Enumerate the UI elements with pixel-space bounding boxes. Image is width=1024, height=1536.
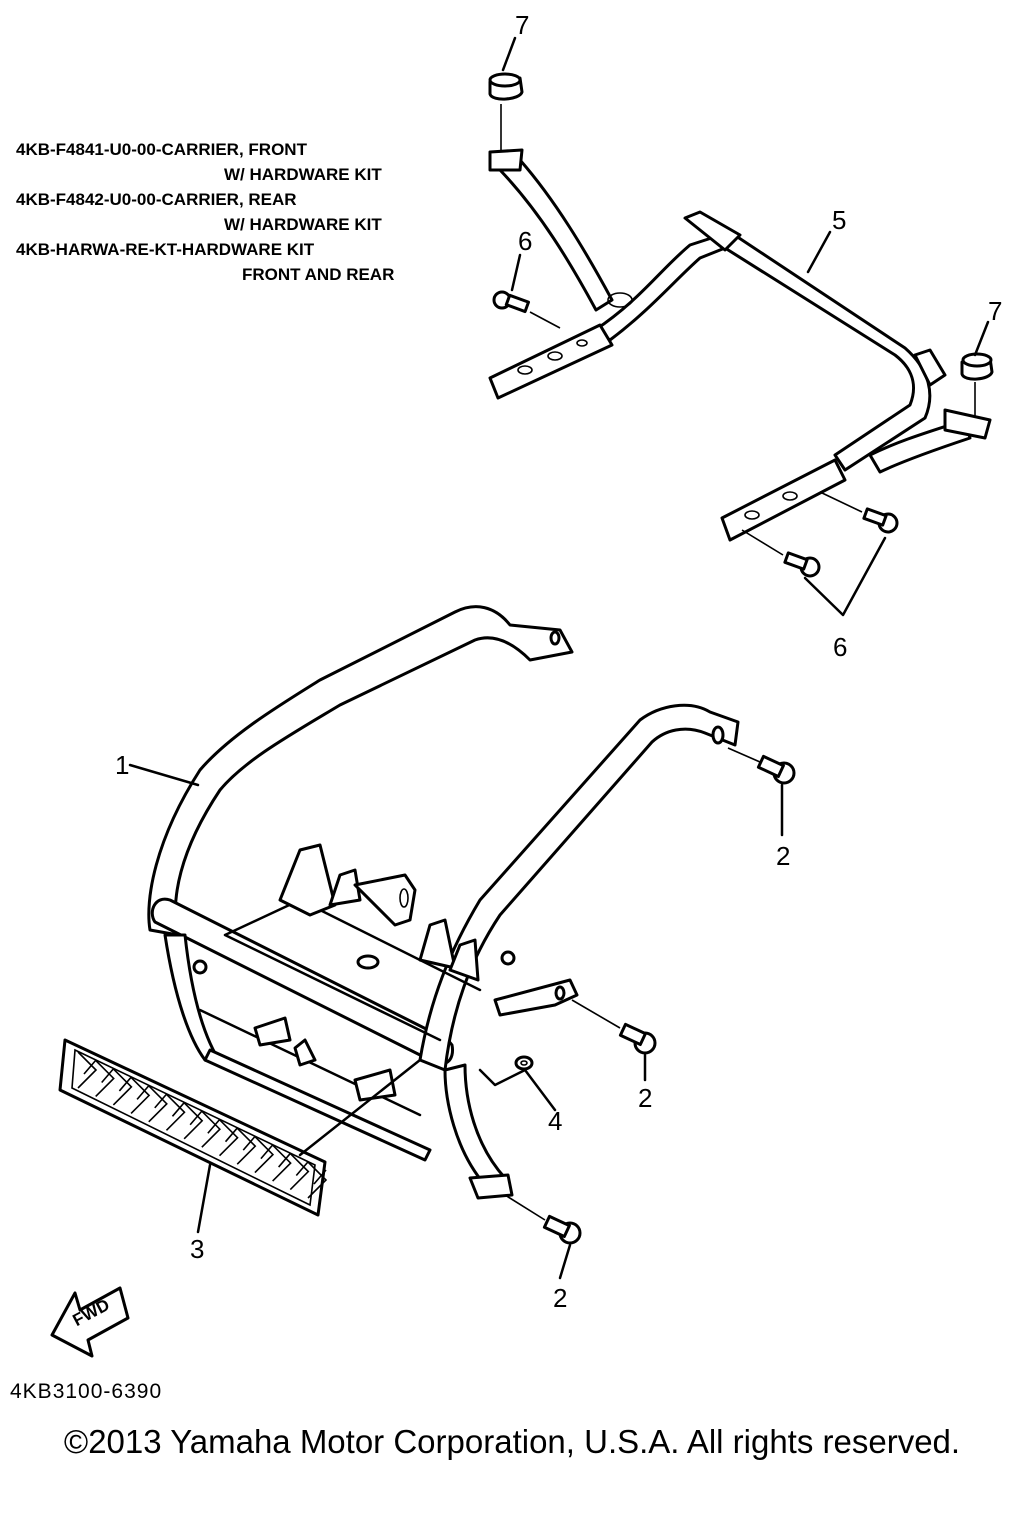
bolt-2-middle (571, 999, 657, 1055)
bolt-2-lower (504, 1194, 582, 1245)
copyright-notice: ©2013 Yamaha Motor Corporation, U.S.A. A… (63, 1423, 961, 1460)
callout-6-top: 6 (518, 226, 533, 256)
front-bumper-guard-part-1 (147, 605, 740, 1200)
note-front-carrier-kit: W/ HARDWARE KIT (224, 165, 382, 184)
callout-2-lower: 2 (553, 1283, 568, 1313)
callout-7-right: 7 (988, 296, 1003, 326)
rubber-cap-right (960, 352, 994, 416)
callout-1: 1 (115, 750, 130, 780)
callout-6-bottom: 6 (833, 632, 848, 662)
callout-2-middle: 2 (638, 1083, 653, 1113)
bolt-2-upper (727, 747, 796, 785)
washer-part-4 (514, 1055, 534, 1071)
note-rear-carrier-kit: W/ HARDWARE KIT (224, 215, 382, 234)
callout-5: 5 (832, 205, 847, 235)
bolt-6-right-lower (741, 529, 821, 578)
rubber-cap-left (488, 72, 524, 152)
note-front-carrier: 4KB-F4841-U0-00-CARRIER, FRONT (16, 140, 307, 159)
leader-lines (128, 36, 990, 1280)
parts-notes: 4KB-F4841-U0-00-CARRIER, FRONT W/ HARDWA… (16, 137, 436, 287)
callout-2-upper: 2 (776, 841, 791, 871)
callout-7-top: 7 (515, 10, 530, 40)
note-rear-carrier: 4KB-F4842-U0-00-CARRIER, REAR (16, 190, 297, 209)
callout-4: 4 (548, 1106, 563, 1136)
drawing-code: 4KB3100-6390 (10, 1380, 163, 1403)
bolt-6-left (492, 290, 561, 329)
callout-3: 3 (190, 1234, 205, 1264)
bolt-6-right-upper (819, 491, 899, 534)
note-hardware-kit: 4KB-HARWA-RE-KT-HARDWARE KIT (16, 240, 315, 259)
forward-direction-arrow (50, 1286, 130, 1358)
grille-part-3 (58, 1038, 328, 1217)
rear-carrier-part-5 (488, 148, 992, 542)
note-hardware-kit-scope: FRONT AND REAR (242, 265, 395, 284)
